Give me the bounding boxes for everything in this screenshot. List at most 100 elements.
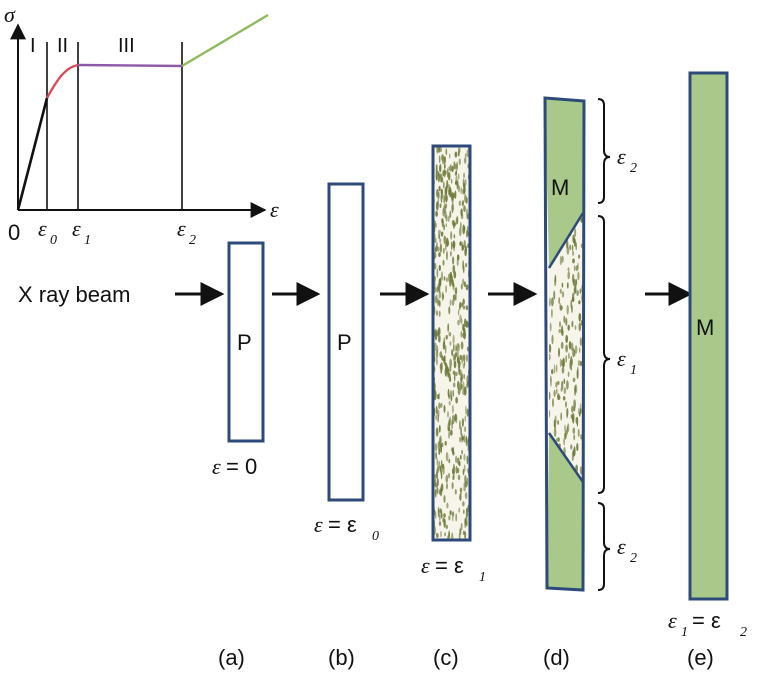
speckle-mark: [452, 389, 454, 398]
speckle-mark: [442, 247, 445, 254]
svg-text:2: 2: [630, 161, 637, 176]
svg-text:2: 2: [740, 625, 747, 640]
speckle-mark: [464, 153, 467, 159]
speckle-mark: [572, 250, 575, 256]
speckle-mark: [453, 234, 456, 239]
speckle-mark: [443, 156, 446, 164]
speckle-mark: [465, 196, 468, 204]
speckle-mark: [563, 315, 566, 324]
speckle-mark: [441, 463, 445, 470]
speckle-mark: [443, 163, 446, 169]
speckle-mark: [465, 405, 467, 415]
speckle-mark: [571, 405, 574, 413]
speckle-mark: [438, 521, 442, 526]
speckle-mark: [565, 334, 569, 344]
speckle-mark: [440, 362, 443, 372]
speckle-mark: [441, 291, 444, 302]
svg-text:ε: ε: [38, 216, 47, 241]
speckle-mark: [577, 360, 581, 367]
speckle-mark: [453, 360, 457, 369]
svg-text:ε: ε: [72, 216, 81, 241]
speckle-mark: [458, 200, 462, 206]
speckle-mark: [461, 244, 465, 251]
bracket-top: [597, 98, 611, 204]
speckle-mark: [440, 472, 443, 480]
speckle-mark: [462, 224, 466, 235]
speckle-mark: [458, 185, 460, 193]
speckle-mark: [570, 355, 573, 366]
speckle-mark: [558, 347, 560, 358]
speckle-mark: [440, 513, 443, 519]
speckle-mark: [438, 310, 441, 317]
speckle-mark: [578, 322, 582, 332]
speckle-mark: [559, 302, 562, 311]
speckle-mark: [449, 210, 452, 219]
speckle-mark: [438, 233, 441, 240]
speckle-mark: [458, 507, 461, 513]
speckle-mark: [550, 375, 552, 382]
caption-d: (d): [543, 645, 570, 670]
svg-text:ε: ε: [212, 454, 221, 479]
speckle-mark: [549, 297, 551, 307]
speckle-mark: [437, 465, 439, 474]
speckle-mark: [434, 328, 437, 336]
speckle-mark: [555, 364, 558, 373]
sample-d-martensite-bottom: [547, 433, 583, 590]
curve-plateau: [77, 63, 183, 68]
curve-hardening: [181, 13, 269, 68]
speckle-mark: [553, 389, 556, 398]
speckle-mark: [562, 362, 565, 367]
speckle-mark: [566, 380, 569, 390]
speckle-mark: [562, 396, 566, 401]
speckle-mark: [465, 305, 469, 311]
speckle-mark: [444, 344, 447, 354]
svg-text:1: 1: [630, 363, 637, 378]
speckle-mark: [555, 381, 558, 388]
speckle-mark: [453, 161, 456, 170]
svg-text:ε: ε: [421, 553, 430, 578]
speckle-mark: [463, 281, 467, 287]
speckle-mark: [438, 402, 441, 410]
speckle-mark: [564, 432, 567, 440]
speckle-mark: [456, 342, 460, 348]
speckle-mark: [462, 305, 466, 310]
speckle-mark: [436, 146, 439, 154]
speckle-mark: [440, 483, 444, 492]
speckle-mark: [434, 473, 437, 479]
speckle-mark: [437, 417, 440, 423]
sample-d-interface-bottom: [547, 432, 585, 483]
sample-a-strain-label: ε = 0: [212, 454, 257, 479]
speckle-mark: [435, 310, 439, 317]
sample-d: M: [543, 96, 586, 592]
speckle-mark: [570, 342, 574, 351]
region-label-II: II: [57, 35, 68, 57]
speckle-mark: [449, 366, 452, 372]
speckle-mark: [559, 321, 561, 328]
speckle-mark: [448, 393, 451, 400]
speckle-mark: [449, 429, 453, 436]
speckle-mark: [443, 276, 446, 281]
speckle-mark: [439, 163, 442, 173]
svg-text:= ε: = ε: [692, 608, 721, 633]
speckle-mark: [463, 240, 466, 248]
speckle-mark: [438, 300, 441, 308]
speckle-mark: [454, 352, 458, 358]
speckle-mark: [458, 370, 461, 376]
speckle-mark: [442, 357, 446, 362]
speckle-mark: [574, 387, 577, 396]
speckle-mark: [456, 356, 460, 364]
bracket-middle-label: ε 1: [617, 346, 637, 378]
speckle-mark: [573, 434, 576, 441]
sample-e-phase-label: M: [696, 315, 714, 340]
speckle-mark: [440, 188, 443, 195]
speckle-mark: [446, 250, 448, 261]
speckle-mark: [549, 322, 552, 332]
speckle-mark: [459, 420, 461, 430]
sample-a-bar: [227, 241, 265, 443]
speckle-mark: [462, 363, 465, 369]
speckle-mark: [451, 482, 454, 490]
speckle-mark: [451, 299, 455, 306]
speckle-mark: [549, 391, 551, 400]
speckle-mark: [450, 395, 453, 402]
speckle-mark: [451, 165, 454, 173]
